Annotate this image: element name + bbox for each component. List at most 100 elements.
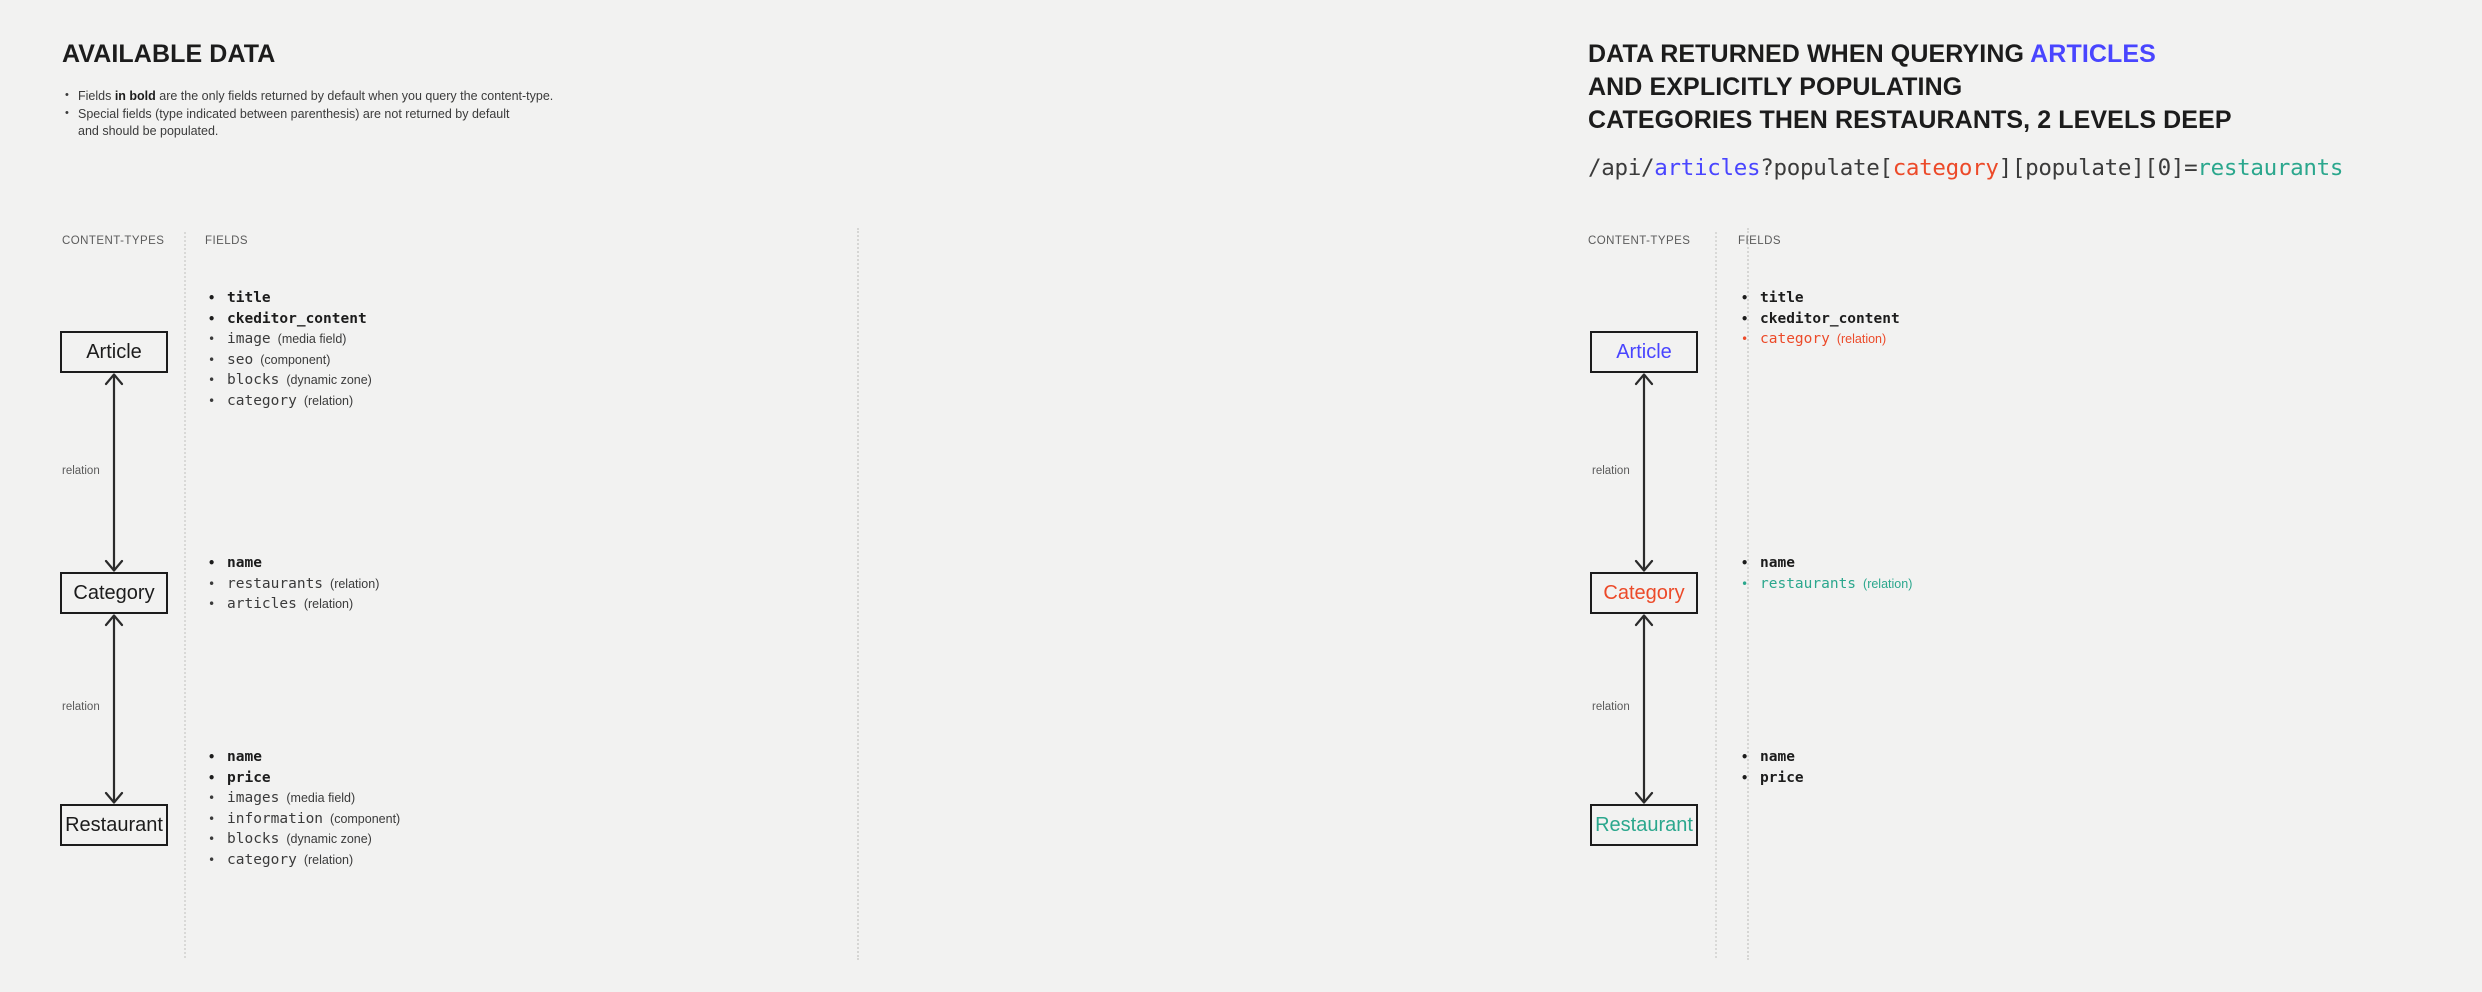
- entity-box-article[interactable]: Article: [60, 331, 168, 373]
- heading-entity: ARTICLES: [2030, 40, 2156, 68]
- field-type: (media field): [277, 332, 347, 346]
- entity-box-article[interactable]: Article: [1590, 331, 1698, 373]
- relation-arrow: [99, 614, 129, 804]
- field-type: (relation): [1836, 332, 1887, 346]
- field-row: name: [1738, 553, 1912, 574]
- field-name: category: [1760, 331, 1830, 347]
- field-name: name: [227, 555, 262, 571]
- entity-box-category[interactable]: Category: [1590, 572, 1698, 614]
- field-type: (relation): [303, 393, 354, 408]
- field-name: title: [227, 290, 271, 306]
- field-row: seo(component): [205, 350, 372, 371]
- field-row: information (component): [205, 809, 400, 830]
- api-url[interactable]: /api/articles?populate[category][populat…: [1588, 155, 2343, 181]
- heading-line: CATEGORIES THEN RESTAURANTS, 2 LEVELS DE…: [1588, 106, 2232, 134]
- field-name: category: [227, 392, 297, 409]
- panel-available-data: AVAILABLE DATA Fields in bold are the onl…: [0, 0, 860, 992]
- field-row: blocks (dynamic zone): [205, 370, 372, 391]
- note-item: Special fields (type indicated between p…: [62, 105, 622, 140]
- fields-list-category: namerestaurants(relation): [1738, 553, 1912, 594]
- caption-content-types: CONTENT-TYPES: [62, 235, 165, 247]
- field-name: ckeditor_content: [227, 310, 367, 327]
- entity-label: Restaurant: [65, 814, 163, 836]
- entity-box-restaurant[interactable]: Restaurant: [1590, 804, 1698, 846]
- field-row: category (relation): [1738, 329, 1900, 350]
- field-row: price: [205, 768, 400, 789]
- field-row: image (media field): [205, 329, 372, 350]
- entity-box-restaurant[interactable]: Restaurant: [60, 804, 168, 846]
- field-name: title: [1760, 290, 1804, 306]
- field-name: ckeditor_content: [1760, 310, 1900, 327]
- fields-list-article: title ckeditor_contentimage (media field) s…: [205, 288, 372, 411]
- entity-label: Article: [1616, 341, 1672, 363]
- relation-arrow: [1629, 614, 1659, 804]
- field-type: (media field): [286, 791, 356, 805]
- field-type: (relation): [303, 597, 354, 611]
- caption-content-types: CONTENT-TYPES: [1588, 235, 1691, 247]
- field-row: price: [1738, 768, 1804, 789]
- field-name: blocks: [227, 831, 280, 847]
- content-fields-divider: [184, 232, 186, 958]
- fields-list-category: name restaurants (relation) articles (relati…: [205, 553, 379, 615]
- entity-box-category[interactable]: Category: [60, 572, 168, 614]
- field-name: category: [227, 851, 297, 868]
- field-row: images (media field): [205, 788, 400, 809]
- field-row: category (relation): [205, 391, 372, 412]
- field-row: name: [205, 553, 379, 574]
- field-type: (dynamic zone): [286, 373, 372, 387]
- url-segment: ?populate[: [1760, 155, 1893, 181]
- field-name: restaurants: [1760, 575, 1857, 592]
- field-row: ckeditor_content: [1738, 309, 1900, 330]
- field-type: (dynamic zone): [286, 832, 372, 846]
- field-name: information: [227, 810, 324, 827]
- heading-prefix: DATA RETURNED WHEN QUERYING: [1588, 40, 2031, 68]
- fields-list-restaurant: name price: [1738, 747, 1804, 788]
- url-segment: articles: [1654, 155, 1761, 181]
- field-name: blocks: [227, 372, 280, 388]
- url-segment: restaurants: [2197, 155, 2344, 181]
- panel-heading: AVAILABLE DATA: [62, 38, 275, 71]
- field-name: image: [227, 331, 271, 347]
- relation-label: relation: [1592, 464, 1630, 477]
- field-name: images: [227, 790, 280, 806]
- field-type: (component): [330, 811, 401, 826]
- field-name: name: [1760, 555, 1795, 571]
- relation-arrow: [1629, 373, 1659, 572]
- note-item: Fields in bold are the only fields retur…: [62, 87, 622, 105]
- content-fields-divider: [1715, 232, 1717, 958]
- field-name: articles: [227, 596, 297, 612]
- field-name: name: [1760, 749, 1795, 765]
- field-row: name: [205, 747, 400, 768]
- field-row: category (relation): [205, 850, 400, 871]
- caption-fields: FIELDS: [1738, 235, 1781, 247]
- url-segment: ][populate][0]=: [1998, 155, 2198, 181]
- entity-label: Restaurant: [1595, 814, 1693, 836]
- field-name: restaurants: [227, 575, 324, 592]
- field-name: price: [227, 769, 271, 786]
- field-row: blocks (dynamic zone): [205, 829, 400, 850]
- field-type: (component): [260, 352, 331, 367]
- field-name: name: [227, 749, 262, 765]
- legend-notes: Fields in bold are the only fields retur…: [62, 87, 622, 141]
- panel-divider-1: [857, 228, 859, 960]
- heading-prefix: AVAILABLE DATA: [62, 40, 276, 68]
- panel-divider-2: [1747, 228, 1749, 960]
- field-type: (relation): [330, 576, 380, 591]
- field-row: title: [205, 288, 372, 309]
- caption-fields: FIELDS: [205, 235, 248, 247]
- field-name: price: [1760, 769, 1804, 786]
- relation-label: relation: [62, 701, 100, 713]
- field-row: articles (relation): [205, 594, 379, 615]
- entity-label: Category: [73, 582, 155, 604]
- relation-arrow: [99, 373, 129, 572]
- fields-list-restaurant: name price images (media field) information (…: [205, 747, 400, 870]
- field-row: title: [1738, 288, 1900, 309]
- relation-label: relation: [62, 464, 100, 477]
- field-row: ckeditor_content: [205, 309, 372, 330]
- field-row: restaurants (relation): [205, 574, 379, 595]
- fields-list-article: title ckeditor_content category (relation): [1738, 288, 1900, 350]
- entity-label: Category: [1603, 582, 1685, 604]
- field-type: (relation): [303, 852, 354, 867]
